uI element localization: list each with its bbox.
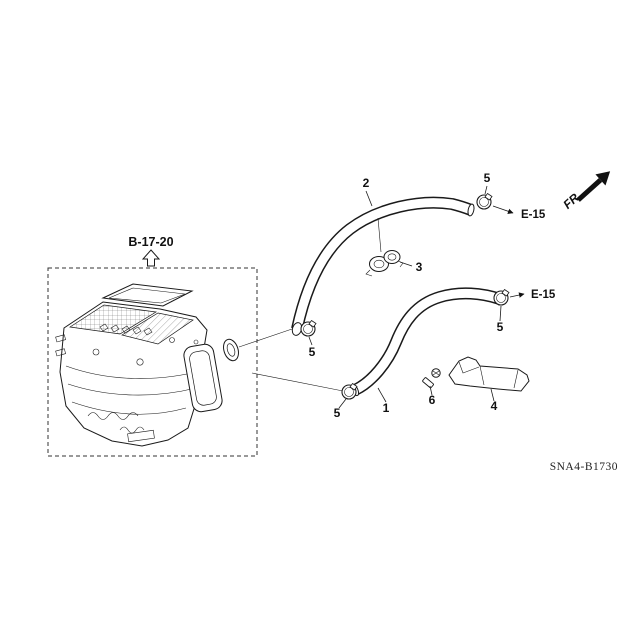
cover-4: [448, 356, 530, 392]
callout-part-6: 6: [429, 393, 436, 407]
callout-part-5-bottom: 5: [334, 406, 341, 420]
callout-part-5-left: 5: [309, 345, 316, 359]
grommet-oval: [223, 338, 239, 362]
fr-arrow-icon: [576, 171, 611, 202]
hose-2: [291, 196, 475, 336]
hose-2-end-opening-top: [467, 203, 475, 217]
callout-part-3: 3: [416, 260, 423, 274]
assembly-ref-label: B-17-20: [128, 235, 173, 249]
up-arrow-icon: [141, 249, 161, 267]
connector-ref-e15-top: E-15: [521, 209, 546, 221]
connector-ref-e15-top-group: E-15: [492, 205, 546, 221]
callout-part-1: 1: [383, 401, 390, 415]
callout-part-5-top: 5: [484, 171, 491, 185]
callout-part-4: 4: [491, 399, 498, 413]
connector-ref-e15-middle-group: E-15: [509, 289, 556, 301]
connector-ref-e15-middle: E-15: [531, 289, 556, 301]
callout-part-5-right: 5: [497, 320, 504, 334]
callout-part-2: 2: [363, 176, 370, 190]
bolt-6: [422, 368, 441, 389]
diagram-code: SNA4-B1730: [550, 461, 618, 473]
assembly-reference: B-17-20: [128, 235, 174, 267]
callout-leader-lines: [308, 185, 502, 409]
heater-unit-drawing: [55, 283, 344, 447]
heater-unit-boundary-box: [47, 267, 258, 457]
